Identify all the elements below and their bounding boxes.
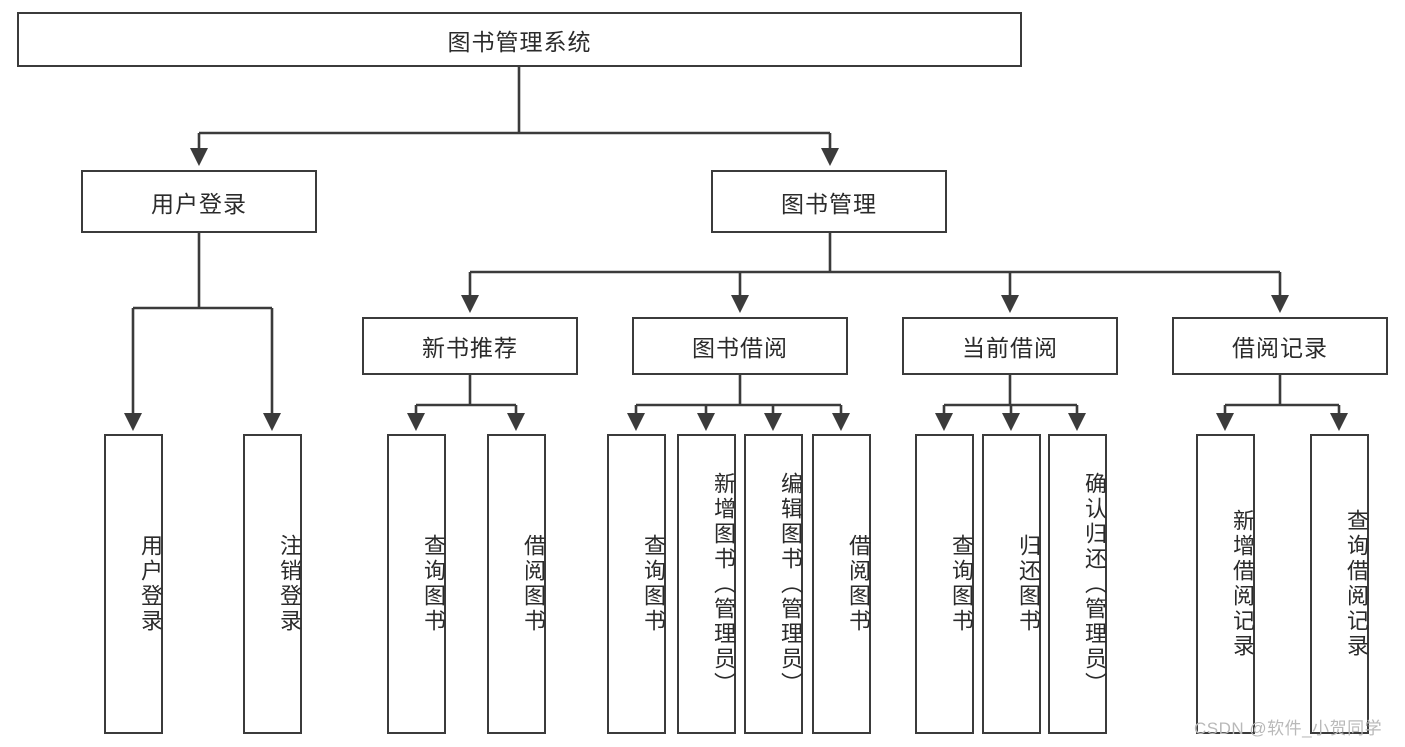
node-user-login-label: 用户登录 [151, 190, 247, 217]
node-leaf-query-book-1[interactable]: 查询图书 [387, 434, 446, 734]
node-user-login[interactable]: 用户登录 [81, 170, 317, 233]
node-root-label: 图书管理系统 [447, 28, 592, 55]
node-current-borrow-label: 当前借阅 [962, 335, 1058, 361]
node-leaf-edit-book[interactable]: 编辑图书（管理员） [744, 434, 803, 734]
node-leaf-borrow-book-2-label: 借阅图书 [846, 534, 871, 634]
node-root[interactable]: 图书管理系统 [17, 12, 1022, 67]
node-leaf-user-logout-label: 注销登录 [277, 534, 302, 634]
node-current-borrow[interactable]: 当前借阅 [902, 317, 1118, 375]
node-borrow-record-label: 借阅记录 [1232, 335, 1328, 361]
node-leaf-confirm-return[interactable]: 确认归还（管理员） [1048, 434, 1107, 734]
node-leaf-user-logout[interactable]: 注销登录 [243, 434, 302, 734]
node-new-book-recommend[interactable]: 新书推荐 [362, 317, 578, 375]
node-leaf-confirm-return-label: 确认归还（管理员） [1082, 471, 1107, 697]
node-new-book-recommend-label: 新书推荐 [422, 335, 518, 361]
node-leaf-query-book-2[interactable]: 查询图书 [607, 434, 666, 734]
node-leaf-borrow-book-1[interactable]: 借阅图书 [487, 434, 546, 734]
node-leaf-add-book-label: 新增图书（管理员） [711, 471, 736, 697]
node-leaf-add-book[interactable]: 新增图书（管理员） [677, 434, 736, 734]
watermark-text: CSDN @软件_小贺同学 [1194, 719, 1383, 738]
node-book-management-label: 图书管理 [781, 190, 877, 217]
node-leaf-query-book-3[interactable]: 查询图书 [915, 434, 974, 734]
node-leaf-return-book[interactable]: 归还图书 [982, 434, 1041, 734]
node-leaf-add-record-label: 新增借阅记录 [1230, 509, 1255, 659]
node-leaf-user-login[interactable]: 用户登录 [104, 434, 163, 734]
node-book-borrow-label: 图书借阅 [692, 335, 788, 361]
node-leaf-query-book-1-label: 查询图书 [421, 534, 446, 634]
node-leaf-edit-book-label: 编辑图书（管理员） [778, 471, 803, 697]
node-leaf-borrow-book-2[interactable]: 借阅图书 [812, 434, 871, 734]
node-leaf-return-book-label: 归还图书 [1016, 534, 1041, 634]
node-leaf-query-record[interactable]: 查询借阅记录 [1310, 434, 1369, 734]
node-leaf-query-book-2-label: 查询图书 [641, 534, 666, 634]
node-leaf-query-book-3-label: 查询图书 [949, 534, 974, 634]
node-leaf-user-login-label: 用户登录 [138, 534, 163, 634]
node-leaf-borrow-book-1-label: 借阅图书 [521, 534, 546, 634]
node-leaf-query-record-label: 查询借阅记录 [1344, 509, 1369, 659]
node-book-management[interactable]: 图书管理 [711, 170, 947, 233]
node-leaf-add-record[interactable]: 新增借阅记录 [1196, 434, 1255, 734]
node-borrow-record[interactable]: 借阅记录 [1172, 317, 1388, 375]
node-book-borrow[interactable]: 图书借阅 [632, 317, 848, 375]
